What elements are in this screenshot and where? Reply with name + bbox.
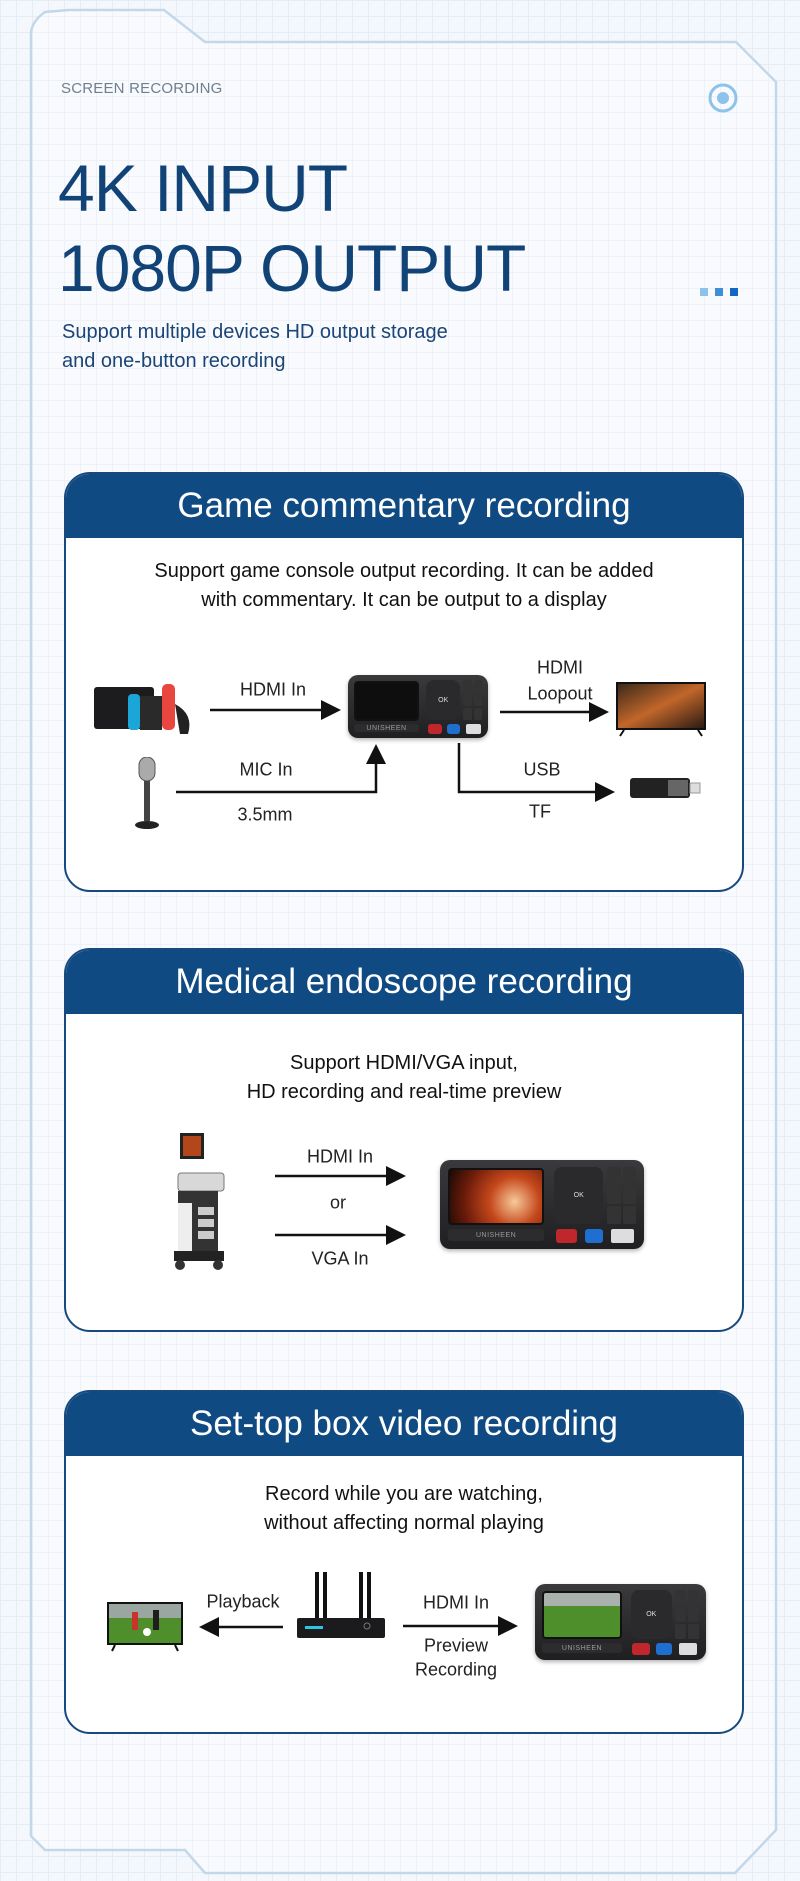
dots-decoration [700,288,738,296]
headline-line2: 1080P OUTPUT [58,231,526,305]
ok-label: OK [438,696,449,704]
card-title: Set-top box video recording [66,1392,742,1456]
card-set-top-box: Set-top box video recording Record while… [64,1390,744,1734]
card-title: Medical endoscope recording [66,950,742,1014]
dpad-button: OK [630,1590,672,1639]
label-3-5mm: 3.5mm [237,804,293,825]
card-title: Game commentary recording [66,474,742,538]
usb-stick-icon [630,778,701,798]
label-hdmi-in: HDMI In [306,1146,374,1167]
card-desc-line1: Record while you are watching, [265,1483,543,1505]
capture-device: UNISHEEN OK [535,1584,706,1660]
game-console-icon [94,684,190,734]
subtitle-line1: Support multiple devices HD output stora… [62,321,448,343]
label-or: or [329,1192,347,1213]
side-keys [675,1590,700,1639]
label-preview: Preview [423,1635,489,1656]
camera-button [656,1642,672,1655]
device-screen [541,1590,623,1640]
ok-label: OK [646,1610,657,1618]
capture-device: UNISHEEN OK [440,1160,644,1249]
subtitle-line2: and one-button recording [62,350,286,372]
capture-device: UNISHEEN OK [348,675,488,738]
ok-label: OK [573,1192,584,1200]
target-icon [708,83,738,113]
device-brand: UNISHEEN [353,724,420,733]
label-hdmi-in: HDMI In [239,679,307,700]
tv-icon [616,682,706,737]
label-usb: USB [523,759,561,780]
card-desc-line2: without affecting normal playing [264,1512,544,1534]
dpad-button: OK [426,680,460,721]
side-keys [462,680,483,721]
side-keys [607,1167,636,1225]
device-screen [448,1168,545,1225]
card-desc-line2: HD recording and real-time preview [246,1081,562,1103]
card-desc-line1: Support HDMI/VGA input, [290,1052,518,1074]
label-tf: TF [529,801,551,822]
label-vga-in: VGA In [311,1248,369,1269]
label-mic-in: MIC In [239,759,293,780]
device-brand: UNISHEEN [541,1643,623,1654]
device-brand: UNISHEEN [448,1229,545,1241]
section-kicker: SCREEN RECORDING [61,80,223,97]
record-button [556,1228,577,1243]
label-hdmi: HDMI [537,657,583,678]
label-loopout: Loopout [527,683,593,704]
camera-button [447,723,460,734]
card-desc-line2: with commentary. It can be output to a d… [201,589,607,611]
camera-button [584,1228,604,1243]
label-hdmi-in: HDMI In [422,1592,490,1613]
tv-icon [107,1602,183,1652]
record-button [632,1642,650,1655]
device-screen [353,680,420,721]
headline-line1: 4K INPUT [58,151,348,225]
ultrasound-machine-icon [174,1133,225,1270]
resolution-badge [611,1228,634,1243]
card-desc-line1: Support game console output recording. I… [154,560,654,582]
record-button [427,723,442,734]
label-playback: Playback [206,1591,280,1612]
resolution-badge [465,723,481,734]
resolution-badge [678,1642,698,1655]
label-recording: Recording [414,1659,498,1680]
set-top-box-icon [297,1572,385,1638]
card-medical-endoscope: Medical endoscope recording Support HDMI… [64,948,744,1332]
microphone-icon [135,757,159,829]
dpad-button: OK [554,1167,604,1225]
